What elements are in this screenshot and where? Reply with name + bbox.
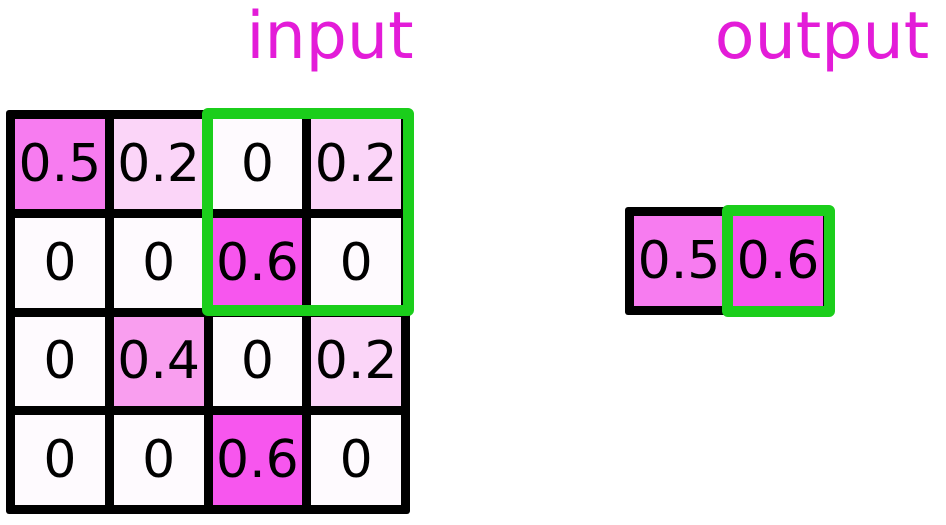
input-cell-r3c4: 0.2 [311, 316, 401, 407]
input-cell-r1c4: 0.2 [311, 119, 401, 209]
input-cell-r1c2: 0.2 [113, 119, 204, 209]
input-cell-r4c4: 0 [311, 415, 401, 505]
input-cell-r2c3: 0.6 [212, 217, 303, 308]
input-cell-r2c2: 0 [113, 217, 204, 308]
input-cell-r4c3: 0.6 [212, 415, 303, 505]
input-cell-r1c1: 0.5 [15, 119, 105, 209]
input-cell-r1c3: 0 [212, 119, 303, 209]
output-cell-r1c2: 0.6 [733, 216, 823, 306]
input-cell-r2c4: 0 [311, 217, 401, 308]
input-cell-r3c3: 0 [212, 316, 303, 407]
output-title: output [714, 0, 930, 74]
input-cell-r3c1: 0 [15, 316, 105, 407]
output-cell-r1c1: 0.5 [634, 216, 724, 306]
input-cell-r4c2: 0 [113, 415, 204, 505]
input-title: input [246, 0, 414, 74]
input-cell-r3c2: 0.4 [113, 316, 204, 407]
input-cell-r4c1: 0 [15, 415, 105, 505]
input-cell-r2c1: 0 [15, 217, 105, 308]
